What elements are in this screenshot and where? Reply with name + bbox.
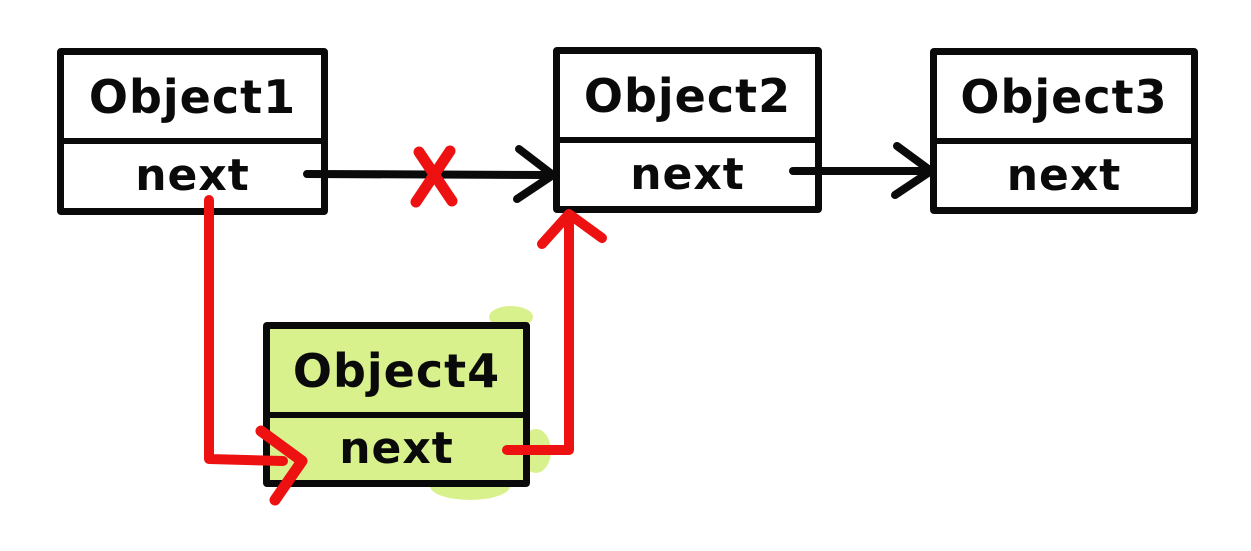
edge-object1-to-object2-old [303, 145, 557, 203]
node-object2-title: Object2 [560, 54, 815, 143]
node-object1: Object1 next [57, 48, 328, 215]
node-object1-title: Object1 [64, 55, 321, 144]
node-object3: Object3 next [930, 48, 1198, 214]
arrowhead-right-icon [891, 142, 935, 199]
node-object3-field-next: next [1006, 149, 1122, 201]
arrowhead-right-icon [513, 145, 557, 203]
node-object4-field-next: next [339, 423, 454, 474]
delete-x-icon [410, 145, 458, 208]
arrowhead-up-icon [537, 209, 607, 249]
node-object2: Object2 next [553, 47, 822, 213]
node-object4: Object4 next [263, 322, 530, 487]
node-object2-field-next: next [630, 148, 745, 200]
node-object4-title: Object4 [270, 329, 523, 418]
node-object3-title: Object3 [937, 55, 1191, 144]
node-object1-field-next: next [135, 150, 250, 201]
